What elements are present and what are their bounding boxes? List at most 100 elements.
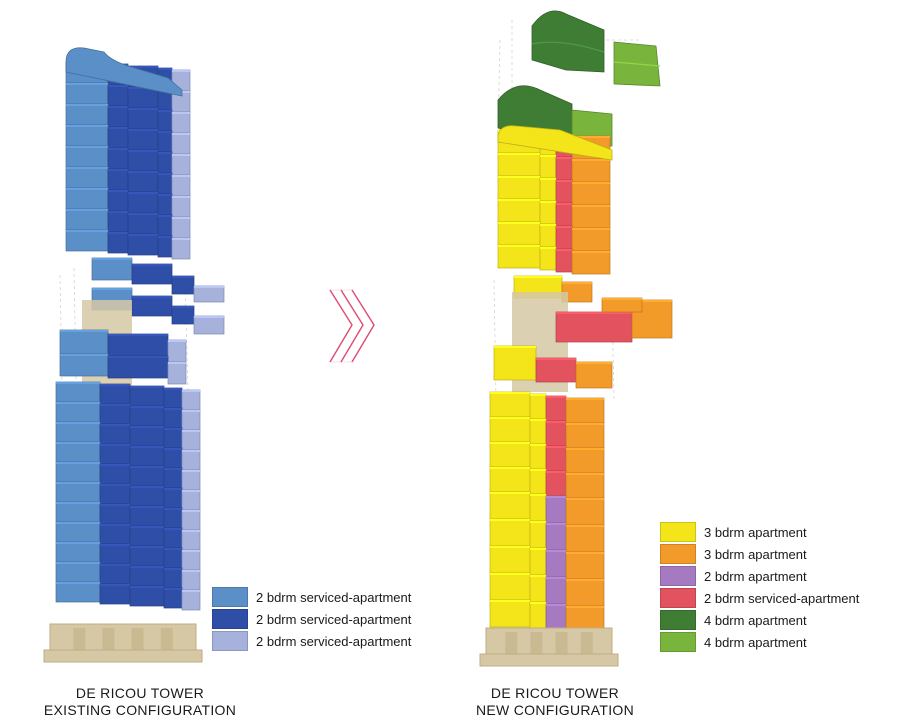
mid-floor (535, 357, 577, 383)
floor-band-top-edge (108, 169, 128, 171)
floor-band-top-edge (566, 525, 604, 527)
floor-band-top-edge (130, 546, 164, 548)
floor-band-top-edge (108, 106, 128, 108)
floor-band-top-edge (540, 201, 556, 203)
floor-band-top-edge (130, 506, 164, 508)
mid-floor (167, 339, 187, 363)
floor-band (163, 447, 183, 469)
floor-band-top-edge (540, 155, 556, 157)
floor-band-top-edge (546, 396, 566, 398)
floor-band-top-edge (546, 577, 566, 579)
floor-band (565, 422, 605, 449)
floor-band-top-edge (566, 606, 604, 608)
floor-band-top-edge (490, 600, 530, 602)
floor-band (55, 521, 101, 543)
floor-band-top-edge (164, 508, 182, 510)
floor-band-top-edge (128, 171, 158, 173)
floor-band (129, 405, 165, 427)
floor-band-top-edge (158, 131, 172, 133)
floor-band-top-edge (66, 146, 108, 148)
floor-band-top-edge (164, 488, 182, 490)
floor-band-top-edge (566, 423, 604, 425)
floor-band (65, 208, 109, 231)
floor-band-top-edge (128, 150, 158, 152)
floor-band-top-edge (490, 392, 530, 394)
legend-swatch (660, 632, 696, 652)
floor-band-top-edge (100, 564, 130, 566)
new-legend: 3 bdrm apartment 3 bdrm apartment 2 bdrm… (660, 521, 859, 653)
floor-band (489, 441, 531, 468)
floor-band (489, 572, 531, 601)
floor-band-top-edge (100, 504, 130, 506)
floor-band-top-edge (498, 153, 540, 155)
floor-band (55, 381, 101, 403)
floor-band (545, 603, 567, 632)
floor-band-top-edge (100, 384, 130, 386)
floor-band-top-edge (66, 230, 108, 232)
legend-item: 2 bdrm serviced-apartment (212, 586, 411, 608)
floor-band (171, 153, 191, 176)
cantilever-block-top-edge (632, 300, 672, 302)
floor-band (99, 423, 131, 445)
floor-band (55, 441, 101, 463)
floor-band-top-edge (164, 588, 182, 590)
floor-band-top-edge (108, 85, 128, 87)
floor-band-top-edge (546, 446, 566, 448)
legend-item: 2 bdrm serviced-apartment (660, 587, 859, 609)
floor-band-top-edge (540, 178, 556, 180)
legend-label: 2 bdrm apartment (704, 568, 807, 584)
cantilever-block-top-edge (194, 316, 224, 318)
floor-band-top-edge (490, 573, 530, 575)
cantilever-block-top-edge (556, 312, 632, 314)
existing-caption: DE RICOU TOWER EXISTING CONFIGURATION (40, 685, 240, 719)
floor-band-top-edge (108, 211, 128, 213)
floor-band (529, 443, 547, 470)
floor-band-top-edge (56, 462, 100, 464)
floor-band-top-edge (108, 190, 128, 192)
floor-band (171, 111, 191, 134)
floor-band (529, 493, 547, 522)
chevron-arrows-icon (329, 289, 375, 363)
floor-band-top-edge (498, 245, 540, 247)
floor-band (489, 599, 531, 628)
chevron-stroke (351, 289, 375, 363)
floor-band (129, 525, 165, 547)
cantilever-block-top-edge (92, 258, 132, 260)
caption-title: DE RICOU TOWER (75, 685, 205, 701)
floor-band-top-edge (56, 562, 100, 564)
floor-band-top-edge (490, 467, 530, 469)
floor-band-top-edge (130, 386, 164, 388)
floor-band-top-edge (498, 222, 540, 224)
penthouse-floor-line (531, 41, 605, 53)
floor-band-top-edge (530, 419, 546, 421)
floor-band-top-edge (158, 68, 172, 70)
floor-band (529, 418, 547, 445)
floor-band-top-edge (566, 398, 604, 400)
floor-band (157, 235, 173, 258)
floor-band (129, 465, 165, 487)
legend-item: 3 bdrm apartment (660, 521, 859, 543)
floor-band-top-edge (172, 133, 190, 135)
floor-band-top-edge (572, 205, 610, 207)
legend-item: 4 bdrm apartment (660, 631, 859, 653)
floor-band-top-edge (546, 550, 566, 552)
new-tower-model (479, 10, 673, 667)
floor-band-top-edge (566, 552, 604, 554)
floor-band-top-edge (556, 203, 572, 205)
floor-band-top-edge (182, 570, 200, 572)
floor-band-top-edge (100, 464, 130, 466)
floor-band-top-edge (164, 388, 182, 390)
floor-band-top-edge (56, 522, 100, 524)
penthouse-block (531, 10, 605, 73)
floor-band (181, 549, 201, 571)
floor-band-top-edge (100, 404, 130, 406)
floor-band-top-edge (56, 502, 100, 504)
floor-band (545, 495, 567, 524)
floor-band (55, 561, 101, 583)
floor-band-top-edge (172, 196, 190, 198)
floor-band-top-edge (572, 251, 610, 253)
floor-band-top-edge (182, 450, 200, 452)
cantilever-block (601, 297, 643, 313)
cantilever-block-top-edge (172, 306, 194, 308)
floor-band-top-edge (182, 390, 200, 392)
